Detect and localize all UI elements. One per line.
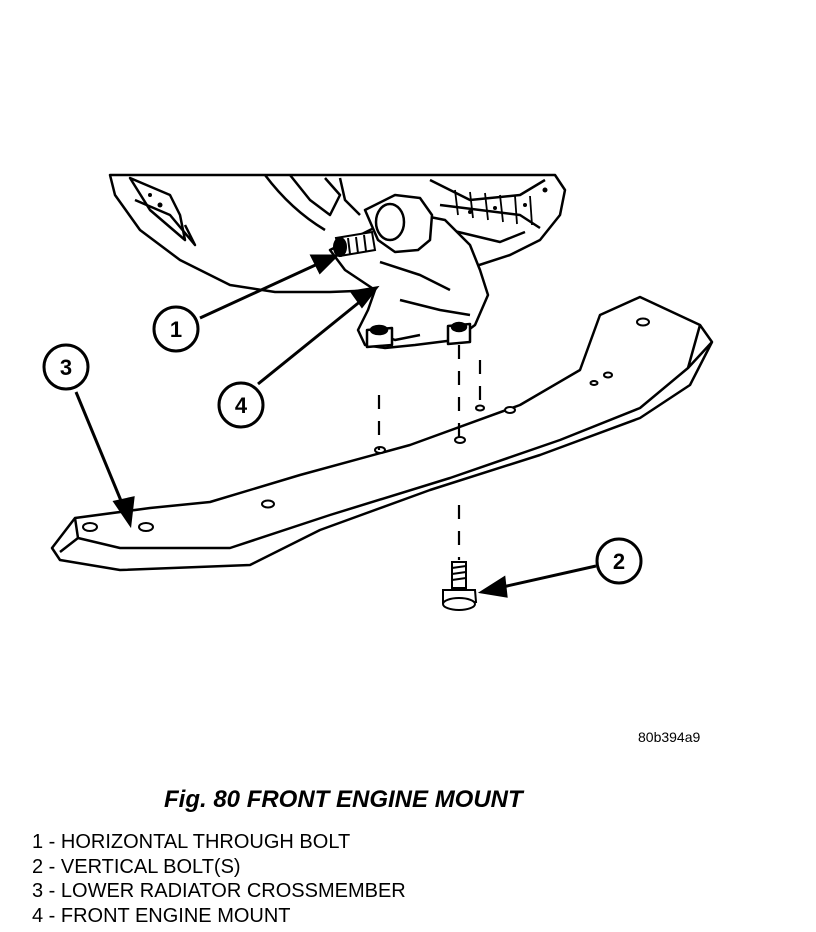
arrowhead-2 xyxy=(477,575,508,598)
callout-circle xyxy=(595,537,643,585)
callout-circle xyxy=(42,343,90,391)
callout-circle xyxy=(152,305,200,353)
arrowhead-1 xyxy=(309,254,340,275)
lower-radiator-crossmember xyxy=(50,295,714,572)
callout-number: 4 xyxy=(235,393,248,418)
leader-arrows xyxy=(74,254,597,598)
callout-circle xyxy=(217,381,265,429)
callout-3: 3 xyxy=(42,343,90,391)
legend: 1 - HORIZONTAL THROUGH BOLT 2 - VERTICAL… xyxy=(32,830,406,928)
leader-arrow-2 xyxy=(497,564,597,590)
engine-block xyxy=(108,173,567,294)
figure-caption: Fig. 80 FRONT ENGINE MOUNT xyxy=(164,786,523,813)
callout-4: 4 xyxy=(217,381,265,429)
figure-code: 80b394a9 xyxy=(638,729,701,745)
alignment-lines xyxy=(377,345,482,560)
vertical-bolt xyxy=(442,561,478,611)
leader-arrow-4 xyxy=(257,298,363,386)
legend-item: 2 - VERTICAL BOLT(S) xyxy=(32,855,241,878)
leader-arrow-3 xyxy=(74,391,126,509)
callout-2: 2 xyxy=(595,537,643,585)
leader-arrow-1 xyxy=(199,260,323,320)
callout-number: 3 xyxy=(60,355,72,380)
through-bolt xyxy=(333,230,377,258)
legend-item: 4 - FRONT ENGINE MOUNT xyxy=(32,904,291,927)
callout-number: 2 xyxy=(613,549,625,574)
callout-number: 1 xyxy=(170,317,182,342)
engine-mount-illustration: 1 2 3 4 xyxy=(42,173,714,611)
callout-1: 1 xyxy=(152,305,200,353)
arrowhead-3 xyxy=(112,496,135,529)
legend-item: 1 - HORIZONTAL THROUGH BOLT xyxy=(32,831,351,853)
arrowhead-4 xyxy=(349,285,380,309)
legend-item: 3 - LOWER RADIATOR CROSSMEMBER xyxy=(32,880,406,902)
